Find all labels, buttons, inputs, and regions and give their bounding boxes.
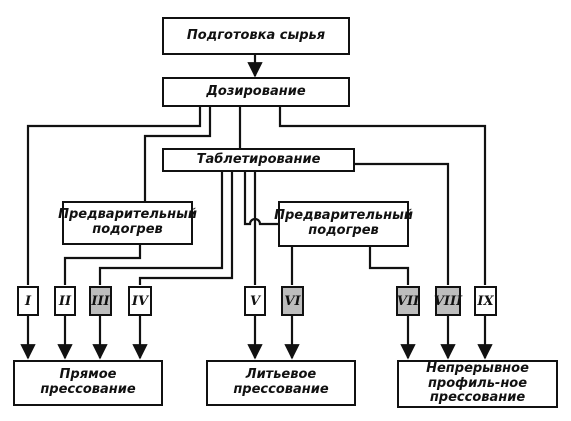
direct-pressing-box: Прямое прессование: [13, 360, 163, 406]
preheat-right-box: Предварительный подогрев: [274, 201, 413, 247]
continuous-pressing-box: Непрерывное профиль-ное прессование: [397, 360, 558, 408]
dosing-box: Дозирование: [162, 77, 350, 107]
route-ix: IX: [474, 286, 497, 316]
route-ii: II: [54, 286, 76, 316]
route-i: I: [17, 286, 39, 316]
route-v: V: [244, 286, 266, 316]
raw-prep-box: Подготовка сырья: [162, 17, 350, 55]
route-vi: VI: [281, 286, 304, 316]
injection-pressing-box: Литьевое прессование: [206, 360, 356, 406]
route-iii: III: [89, 286, 112, 316]
preheat-left-box: Предварительный подогрев: [58, 201, 197, 245]
route-viii: VIII: [434, 286, 462, 316]
route-vii: VII: [396, 286, 420, 316]
route-iv: IV: [128, 286, 152, 316]
tableting-box: Таблетирование: [162, 148, 355, 172]
